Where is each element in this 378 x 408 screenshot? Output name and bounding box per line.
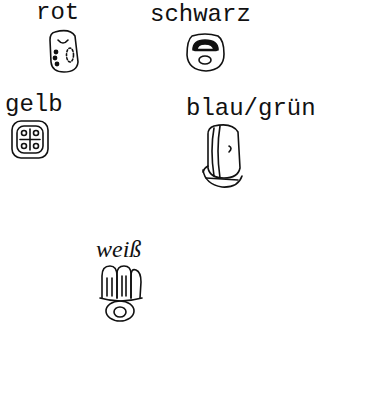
color-label: rot [36,0,79,26]
red-glyph [50,31,78,72]
color-label: weiß [96,236,141,262]
white-glyph [100,266,142,321]
color-label: gelb [5,92,63,118]
blue-green-glyph [203,125,242,187]
color-label: blau/grün [186,96,316,122]
black-glyph [187,34,224,71]
color-label: schwarz [150,2,251,28]
yellow-glyph [12,121,48,158]
